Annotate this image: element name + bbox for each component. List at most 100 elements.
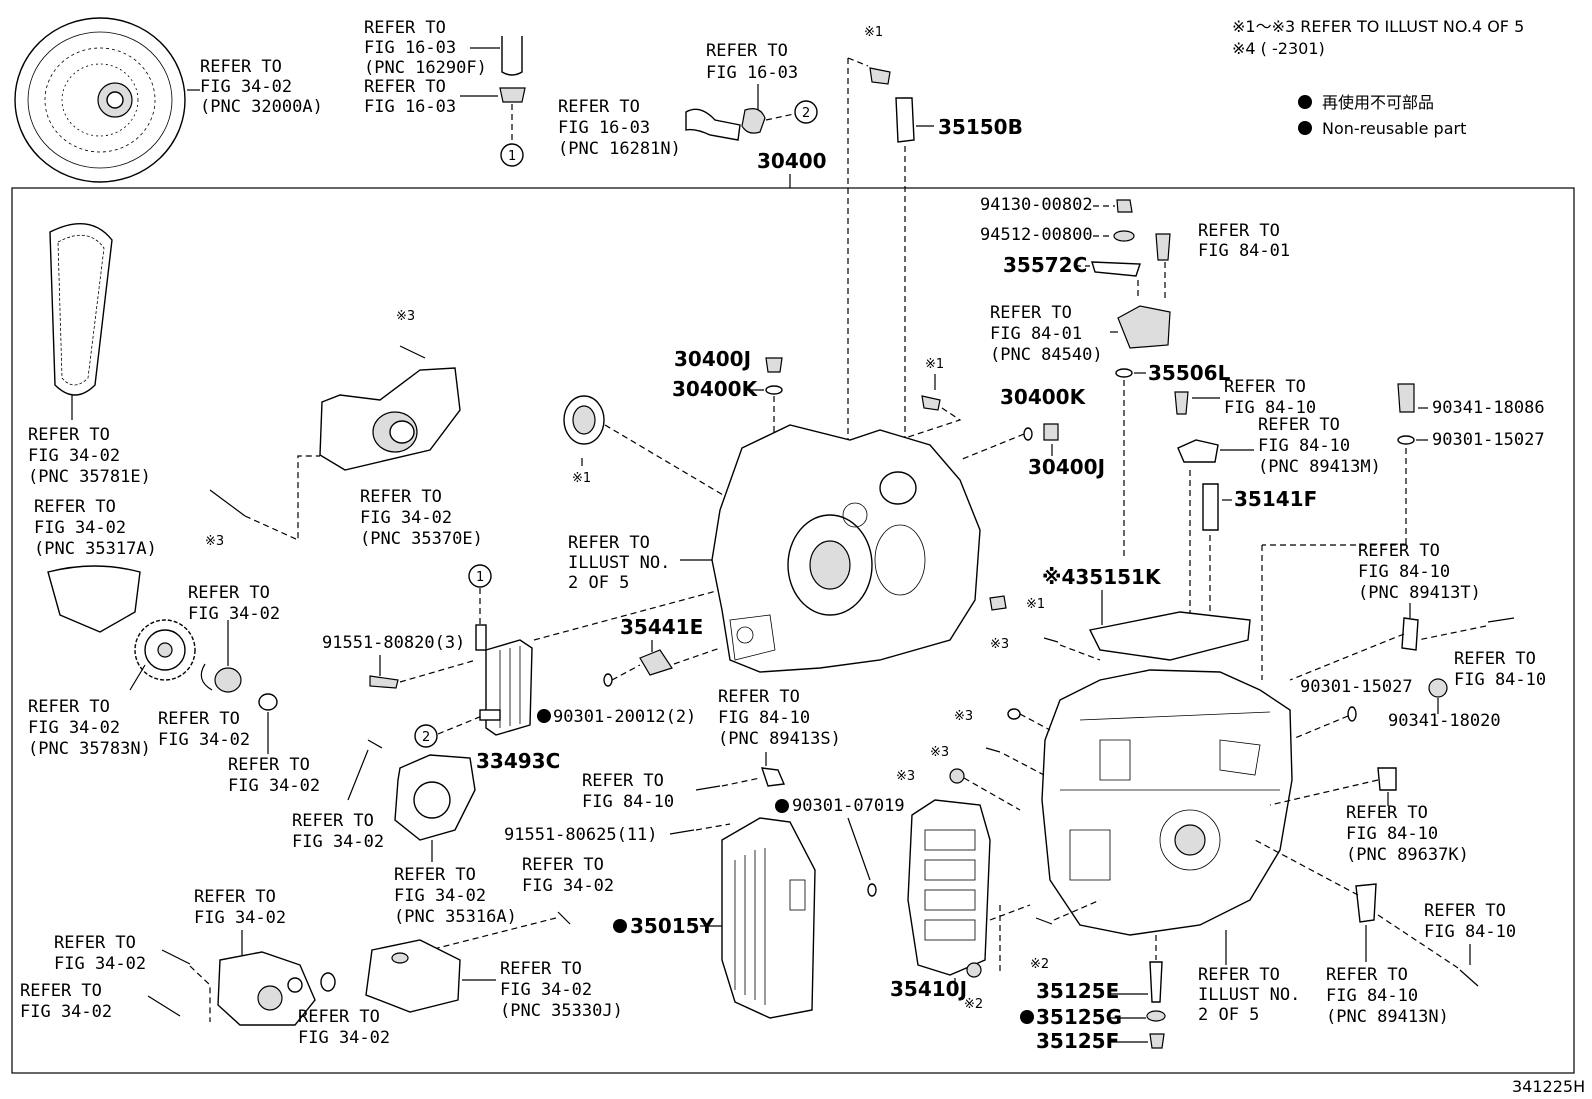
non-reusable-dot-icon: [775, 799, 789, 813]
nut-icon: [1116, 199, 1133, 213]
refer-r21: REFER TO FIG 84-10: [582, 771, 674, 812]
sensor-icon: [1355, 883, 1377, 923]
part-number-35125F[interactable]: 35125F: [1036, 1029, 1119, 1053]
part-number-91551-80820[interactable]: 91551-80820(3): [322, 633, 465, 653]
bolt-icon: [399, 345, 426, 359]
refer-r33: REFER TO FIG 84-10: [1424, 901, 1516, 942]
bolt-icon: [1035, 917, 1053, 925]
plug-icon: [1043, 423, 1059, 441]
non-reusable-dot-icon: [613, 919, 627, 933]
bolt-icon: [1043, 637, 1059, 643]
svg-text:※2: ※2: [964, 997, 983, 1012]
refer-r14: REFER TO FIG 34-02: [188, 583, 280, 624]
callout-2: [794, 100, 818, 124]
svg-text:※2: ※2: [1030, 957, 1049, 972]
part-number-35141F[interactable]: 35141F: [1234, 487, 1317, 511]
svg-text:※3: ※3: [990, 637, 1009, 652]
part-number-35151K[interactable]: ※435151K: [1042, 565, 1162, 589]
plug-icon: [765, 357, 783, 373]
strainer-drawing: [365, 939, 461, 1013]
bearing-icon: [214, 667, 242, 693]
part-number-30400J[interactable]: 30400J: [1028, 455, 1105, 479]
oil-pan-drawing: [721, 817, 816, 1019]
bolt-icon: [1459, 969, 1479, 987]
refer-r29: REFER TO FIG 34-02: [522, 855, 614, 896]
header-note-2: ※4 ( -2301): [1232, 39, 1325, 58]
snap-ring-icon: [200, 663, 213, 691]
bolt-icon: [1149, 1033, 1165, 1049]
refer-r13: REFER TO ILLUST NO. 2 OF 5: [568, 533, 681, 593]
o-ring-icon: [320, 972, 336, 992]
gasket-icon: [1397, 435, 1415, 445]
o-ring-icon: [1023, 427, 1033, 441]
part-number-90301-20012[interactable]: 90301-20012(2): [553, 707, 696, 727]
o-ring-icon: [867, 883, 877, 897]
svg-text:※1: ※1: [864, 25, 883, 40]
part-number-94130[interactable]: 94130-00802: [980, 195, 1093, 215]
refer-r22: REFER TO FIG 84-10 (PNC 89413T): [1358, 541, 1481, 603]
refer-r8: REFER TO FIG 84-10: [1224, 377, 1316, 418]
part-number-30400J[interactable]: 30400J: [674, 347, 751, 371]
gasket-icon: [1347, 706, 1357, 722]
drain-plug-icon: [1397, 383, 1415, 413]
torque-converter-drawing: [14, 17, 186, 183]
refer-r11: REFER TO FIG 34-02 (PNC 35370E): [360, 487, 483, 549]
legend-en: Non-reusable part: [1322, 119, 1466, 138]
part-number-90341-18086[interactable]: 90341-18086: [1432, 398, 1545, 418]
part-number-90341-18020[interactable]: 90341-18020: [1388, 711, 1501, 731]
part-number-90301-15027[interactable]: 90301-15027: [1300, 677, 1413, 697]
part-number-35410J[interactable]: 35410J: [890, 977, 967, 1001]
oil-cooler-drawing: [475, 624, 533, 736]
refer-r9: REFER TO FIG 84-10 (PNC 89413M): [1258, 415, 1381, 477]
part-number-35150B[interactable]: 35150B: [938, 115, 1023, 139]
bolt-icon: [557, 911, 571, 925]
callout-2: [414, 724, 438, 748]
transaxle-housing-drawing: [711, 424, 981, 673]
part-number-33493C[interactable]: 33493C: [476, 749, 560, 773]
refer-r20: REFER TO FIG 84-10 (PNC 89413S): [718, 687, 841, 749]
part-number-35125G[interactable]: 35125G: [1036, 1005, 1122, 1029]
part-number-90301-07019[interactable]: 90301-07019: [792, 796, 905, 816]
valve-body-drawing: [907, 799, 991, 976]
part-number-30400[interactable]: 30400: [757, 149, 827, 173]
drain-plug-icon: [1428, 678, 1448, 698]
o-ring-icon: [765, 385, 783, 395]
refer-r27: REFER TO FIG 34-02: [20, 981, 112, 1022]
plug-icon: [966, 962, 982, 978]
illustration-code: 341225H: [1512, 1077, 1585, 1096]
sensor-icon: [1401, 617, 1419, 651]
part-number-30400K[interactable]: 30400K: [672, 377, 759, 401]
gasket-icon: [1146, 1010, 1166, 1022]
bolt-icon: [695, 785, 721, 791]
oil-pump-bracket-drawing: [319, 367, 461, 471]
refer-r15: REFER TO FIG 34-02 (PNC 35783N): [28, 697, 151, 759]
part-number-35125E[interactable]: 35125E: [1036, 979, 1119, 1003]
valve-icon: [1202, 483, 1219, 531]
part-number-35572C[interactable]: 35572C: [1003, 253, 1087, 277]
clamp-icon: [741, 108, 766, 134]
refer-r6: REFER TO FIG 84-01: [1198, 221, 1290, 261]
non-reusable-dot-icon: [1298, 121, 1312, 135]
bolt-icon: [209, 489, 246, 517]
part-number-91551-80625[interactable]: 91551-80625(11): [504, 825, 658, 845]
svg-text:※3: ※3: [205, 534, 224, 549]
refer-r17: REFER TO FIG 34-02: [228, 755, 320, 796]
part-number-94512[interactable]: 94512-00800: [980, 225, 1093, 245]
refer-r2: REFER TO FIG 16-03 (PNC 16290F): [364, 18, 487, 78]
bolt-icon: [369, 675, 399, 689]
svg-text:※3: ※3: [896, 769, 915, 784]
refer-r4: REFER TO FIG 16-03: [706, 41, 798, 83]
svg-text:1: 1: [508, 149, 516, 164]
part-number-35506L[interactable]: 35506L: [1148, 361, 1231, 385]
refer-r25: REFER TO FIG 34-02: [194, 887, 286, 928]
seal-icon: [258, 693, 278, 711]
plug-icon: [949, 768, 965, 784]
bolt-icon: [1487, 617, 1515, 623]
svg-text:※1: ※1: [925, 357, 944, 372]
part-number-35441E[interactable]: 35441E: [620, 615, 703, 639]
transaxle-case-drawing: [1041, 669, 1293, 936]
part-number-90301-15027[interactable]: 90301-15027: [1432, 430, 1545, 450]
part-number-30400K[interactable]: 30400K: [1000, 385, 1087, 409]
refer-r31: REFER TO ILLUST NO. 2 OF 5: [1198, 965, 1311, 1025]
